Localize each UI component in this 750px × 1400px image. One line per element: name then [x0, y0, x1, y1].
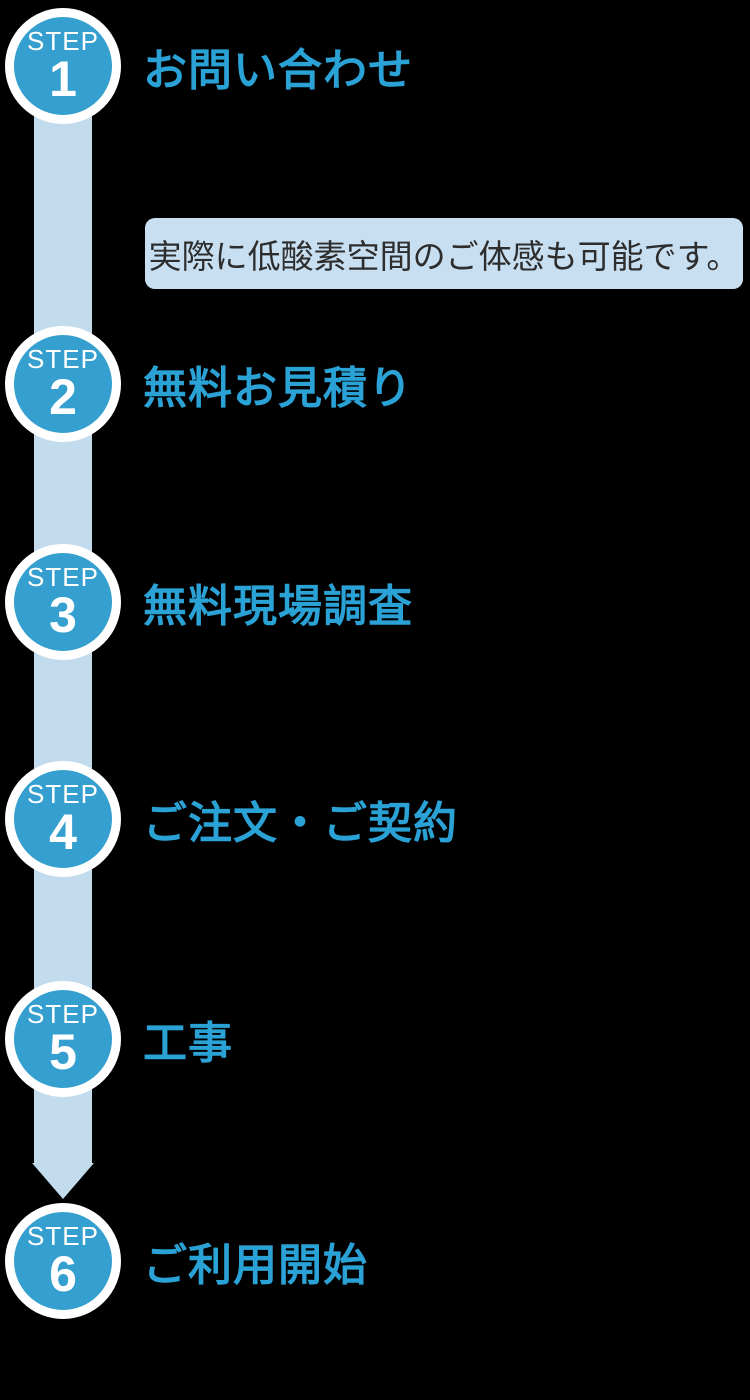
step-2-badge: STEP 2 — [5, 326, 121, 442]
step-row-3: STEP 3 無料現場調査 — [0, 544, 750, 660]
down-arrow-icon — [32, 1163, 94, 1199]
step-5-title: 工事 — [143, 1019, 233, 1068]
step-4-title: ご注文・ご契約 — [143, 799, 458, 848]
step-row-2: STEP 2 無料お見積り — [0, 326, 750, 442]
step-row-1: STEP 1 お問い合わせ — [0, 8, 750, 124]
step-badge-number: 6 — [49, 1246, 77, 1303]
callout-box: 実際に低酸素空間のご体感も可能です。 — [145, 218, 743, 289]
step-badge-number: 3 — [49, 587, 77, 644]
step-row-4: STEP 4 ご注文・ご契約 — [0, 761, 750, 877]
step-4-badge: STEP 4 — [5, 761, 121, 877]
step-badge-label: STEP — [27, 344, 99, 375]
step-row-6: STEP 6 ご利用開始 — [0, 1203, 750, 1319]
callout-text: 実際に低酸素空間のご体感も可能です。 — [148, 237, 740, 275]
step-badge-number: 2 — [49, 369, 77, 426]
step-1-title: お問い合わせ — [143, 46, 413, 95]
step-badge-number: 4 — [49, 804, 77, 861]
step-6-badge: STEP 6 — [5, 1203, 121, 1319]
step-badge-label: STEP — [27, 1221, 99, 1252]
step-badge-number: 1 — [49, 51, 77, 108]
step-3-badge: STEP 3 — [5, 544, 121, 660]
step-badge-label: STEP — [27, 999, 99, 1030]
step-badge-label: STEP — [27, 779, 99, 810]
step-5-badge: STEP 5 — [5, 981, 121, 1097]
step-1-badge: STEP 1 — [5, 8, 121, 124]
step-6-title: ご利用開始 — [143, 1241, 368, 1290]
step-row-5: STEP 5 工事 — [0, 981, 750, 1097]
step-badge-number: 5 — [49, 1024, 77, 1081]
step-2-title: 無料お見積り — [143, 364, 413, 413]
step-badge-label: STEP — [27, 562, 99, 593]
step-3-title: 無料現場調査 — [143, 582, 413, 631]
step-badge-label: STEP — [27, 26, 99, 57]
